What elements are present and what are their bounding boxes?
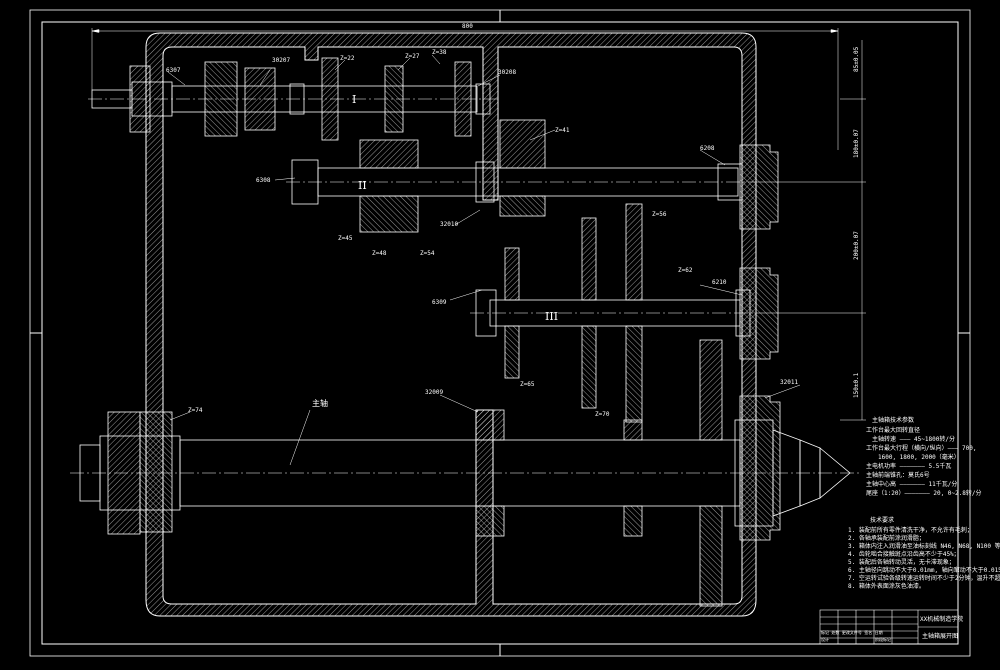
part-label: Z=56: [652, 211, 667, 218]
part-label: 6307: [166, 67, 181, 74]
tech-spec-line: 尾座（1:20）——————— 20, 0~2.8转/分: [866, 489, 981, 497]
part-label: Z=45: [338, 235, 353, 242]
tech-req-line: 6. 主轴径向跳动不大于0.01mm, 轴向窜动不大于0.015；: [848, 566, 1000, 574]
part-label: Z=22: [340, 55, 355, 62]
part-label: Z=62: [678, 267, 693, 274]
part-label: 6308: [256, 177, 271, 184]
title-block-bottom: 阶段标记: [875, 636, 891, 642]
tech-req-line: 3. 箱体内注入润滑油至油标刻线 N46, N68, N100 等；: [848, 542, 1000, 550]
part-label: Z=48: [372, 250, 387, 257]
tech-req-line: 1. 装配前所有零件清洗干净，不允许有毛刺；: [848, 526, 973, 534]
shaft-label-II: II: [358, 179, 367, 192]
overall-width-label: 800: [462, 23, 473, 30]
part-label: Z=27: [405, 53, 420, 60]
part-label: 6210: [712, 279, 727, 286]
part-label: Z=41: [555, 127, 570, 134]
dim-label-3: 200±0.07: [853, 231, 860, 260]
dim-label-2: 180±0.07: [853, 129, 860, 158]
part-label: 32011: [780, 379, 798, 386]
tech-req-line: 7. 空运转试验各级转速运转时间不少于2分钟，温升不超过40°C；: [848, 574, 1000, 582]
part-label: Z=54: [420, 250, 435, 257]
tech-req-line: 5. 装配后各轴转动灵活，无卡滞现象；: [848, 558, 955, 566]
sheet-frame: [29, 9, 971, 657]
part-label: 32010: [440, 221, 458, 228]
spindle-label: 主轴: [312, 398, 328, 408]
title-block-school: XX机械制造学院: [920, 615, 963, 623]
shaft-label-III: III: [545, 310, 558, 323]
dim-label-1: 85±0.05: [853, 46, 860, 72]
dim-label-4: 150±0.1: [853, 372, 860, 398]
tech-req-line: 4. 齿轮啮合接触斑点沿齿高不少于45%；: [848, 550, 960, 558]
tech-spec-line: 主轴中心高 ——————— 11千瓦/分: [866, 480, 957, 488]
shaft-label-I: I: [352, 93, 356, 106]
overall-width-dimension: [91, 28, 839, 150]
title-block-row: 设计: [821, 636, 829, 642]
part-label: 30207: [272, 57, 290, 64]
tech-spec-block: 主轴箱技术参数 工作台最大回转直径 主轴转速 ——— 45~1800转/分 工作…: [866, 416, 981, 497]
part-label: 6309: [432, 299, 447, 306]
tech-spec-line: 主轴转速 ——— 45~1800转/分: [872, 435, 955, 443]
right-dimensions: [760, 40, 866, 421]
tech-spec-line: 工作台最大回转直径: [866, 426, 920, 434]
title-block-drawing-name: 主轴箱展开图: [922, 632, 958, 640]
part-label: 6208: [700, 145, 715, 152]
tech-requirements-block: 技术要求 1. 装配前所有零件清洗干净，不允许有毛刺； 2. 各轴承装配前涂润滑…: [848, 516, 1000, 590]
shaft-II: [286, 119, 760, 233]
tech-spec-heading: 主轴箱技术参数: [872, 416, 914, 424]
tech-spec-line: 工作台最大行程（横向/纵向）——— 700,: [866, 444, 977, 452]
tech-spec-line: 主电机功率 ——————— 5.5千瓦: [866, 462, 951, 470]
part-label: Z=70: [595, 411, 610, 418]
leader-lines: [167, 54, 801, 466]
part-label: 32009: [425, 389, 443, 396]
main-spindle: [70, 339, 862, 607]
tech-spec-line: 主轴前端锥孔：莫氏6号: [866, 471, 930, 479]
tech-req-line: 8. 箱体外表面涂灰色油漆。: [848, 582, 925, 590]
tech-req-heading: 技术要求: [870, 516, 894, 524]
tech-spec-line: 1600, 1800, 2000（毫米）: [878, 453, 960, 461]
part-label: 30208: [498, 69, 516, 76]
part-labels: 6307 30207 Z=22 Z=27 Z=38 30208 6308 Z=4…: [166, 49, 798, 418]
right-bearing-covers: [739, 144, 781, 541]
part-label: Z=65: [520, 381, 535, 388]
gearbox-housing: [145, 32, 757, 617]
part-label: Z=38: [432, 49, 447, 56]
shaft-III: [470, 203, 760, 423]
title-block-row: 标记 处数 更改文件号 签名 日期: [821, 629, 883, 635]
shaft-I: [88, 57, 500, 141]
tech-req-line: 2. 各轴承装配前涂润滑脂；: [848, 534, 925, 542]
part-label: Z=74: [188, 407, 203, 414]
title-block: [819, 609, 959, 645]
